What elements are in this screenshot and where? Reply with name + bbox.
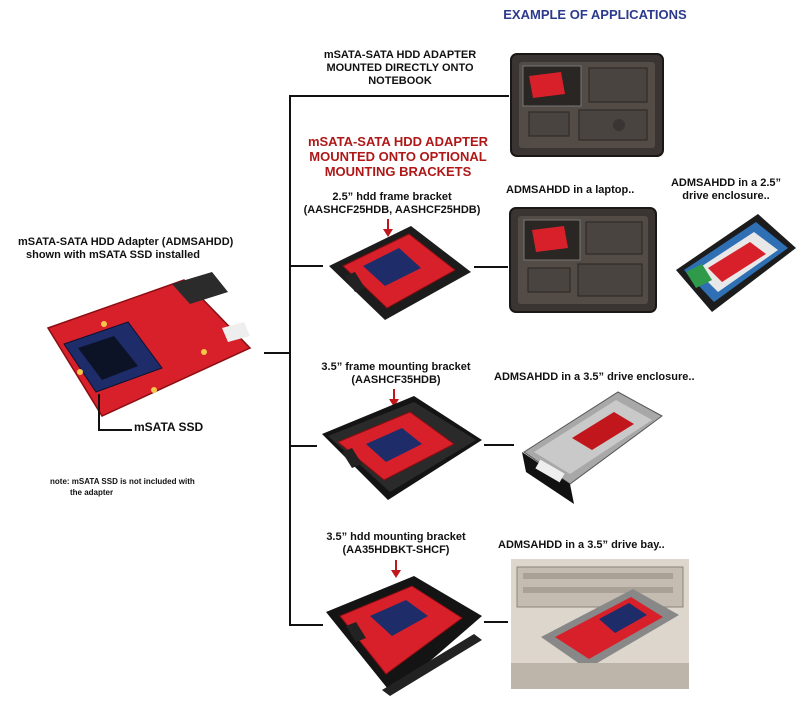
row3-drivebay-image [511, 559, 689, 689]
note-line1: note: mSATA SSD is not included with [50, 477, 195, 486]
optional-brackets-line1: mSATA-SATA HDD ADAPTER [307, 134, 489, 149]
direct-mount-line1: mSATA-SATA HDD ADAPTER [323, 49, 477, 61]
connector-main [264, 352, 290, 354]
row1-app2-line2: drive enclosure.. [682, 190, 770, 202]
optional-brackets-line2: MOUNTED ONTO OPTIONAL [309, 149, 487, 164]
note-line2: the adapter [70, 488, 114, 497]
row1-app-label: ADMSAHDD in a laptop.. [506, 184, 635, 196]
row1-app2-line1: ADMSAHDD in a 2.5” [670, 177, 782, 189]
ssd-label: mSATA SSD [134, 420, 204, 434]
connector-row2-app [484, 444, 514, 446]
ssd-callout-horizontal [98, 429, 132, 431]
product-title-line1: mSATA-SATA HDD Adapter (ADMSAHDD) [18, 236, 234, 248]
page-title: EXAMPLE OF APPLICATIONS [503, 7, 687, 22]
direct-mount-line3: NOTEBOOK [368, 75, 432, 87]
row2-bracket-image [318, 392, 484, 502]
row1-arrow-icon [383, 219, 393, 237]
row3-bracket-image [322, 572, 484, 696]
row2-bracket-line2: (AASHCF35HDB) [351, 374, 441, 386]
row1-laptop-image [508, 206, 658, 314]
product-title: mSATA-SATA HDD Adapter (ADMSAHDD) shown … [18, 236, 288, 262]
row3-bracket-line2: (AA35HDBKT-SHCF) [342, 544, 450, 556]
product-title-line2: shown with mSATA SSD installed [26, 249, 200, 261]
row2-app-label: ADMSAHDD in a 3.5” drive enclosure.. [494, 371, 695, 383]
row3-bracket-label: 3.5” hdd mounting bracket (AA35HDBKT-SHC… [296, 531, 496, 557]
row1-bracket-line2: (AASHCF25HDB, AASHCF25HDB) [303, 204, 481, 216]
ssd-callout-vertical [98, 394, 100, 430]
row3-bracket-line1: 3.5” hdd mounting bracket [326, 531, 466, 543]
row2-enclosure-image [518, 388, 664, 506]
row2-arrow-icon [389, 389, 399, 407]
optional-brackets-line3: MOUNTING BRACKETS [324, 164, 472, 179]
row1-bracket-line1: 2.5” hdd frame bracket [332, 191, 452, 203]
note: note: mSATA SSD is not included with the… [50, 476, 270, 498]
connector-trunk [289, 95, 291, 625]
row3-app-label: ADMSAHDD in a 3.5” drive bay.. [498, 539, 665, 551]
optional-brackets-heading: mSATA-SATA HDD ADAPTER MOUNTED ONTO OPTI… [292, 134, 504, 179]
row1-bracket-image [325, 222, 473, 322]
row1-enclosure-image [672, 208, 800, 314]
connector-branch-notebook [289, 95, 509, 97]
direct-mount-line2: MOUNTED DIRECTLY ONTO [326, 62, 474, 74]
connector-branch-2 [289, 445, 317, 447]
connector-branch-1 [289, 265, 323, 267]
row1-bracket-label: 2.5” hdd frame bracket (AASHCF25HDB, AAS… [292, 191, 492, 217]
row3-arrow-icon [391, 560, 401, 578]
direct-mount-label: mSATA-SATA HDD ADAPTER MOUNTED DIRECTLY … [300, 49, 500, 88]
notebook-direct-image [509, 52, 665, 158]
row1-app2-label: ADMSAHDD in a 2.5” drive enclosure.. [666, 177, 786, 203]
adapter-with-ssd-image [44, 272, 254, 420]
connector-branch-3 [289, 624, 323, 626]
row2-bracket-line1: 3.5” frame mounting bracket [321, 361, 471, 373]
row2-bracket-label: 3.5” frame mounting bracket (AASHCF35HDB… [296, 361, 496, 387]
connector-row3-app [484, 621, 508, 623]
connector-row1-app [474, 266, 508, 268]
